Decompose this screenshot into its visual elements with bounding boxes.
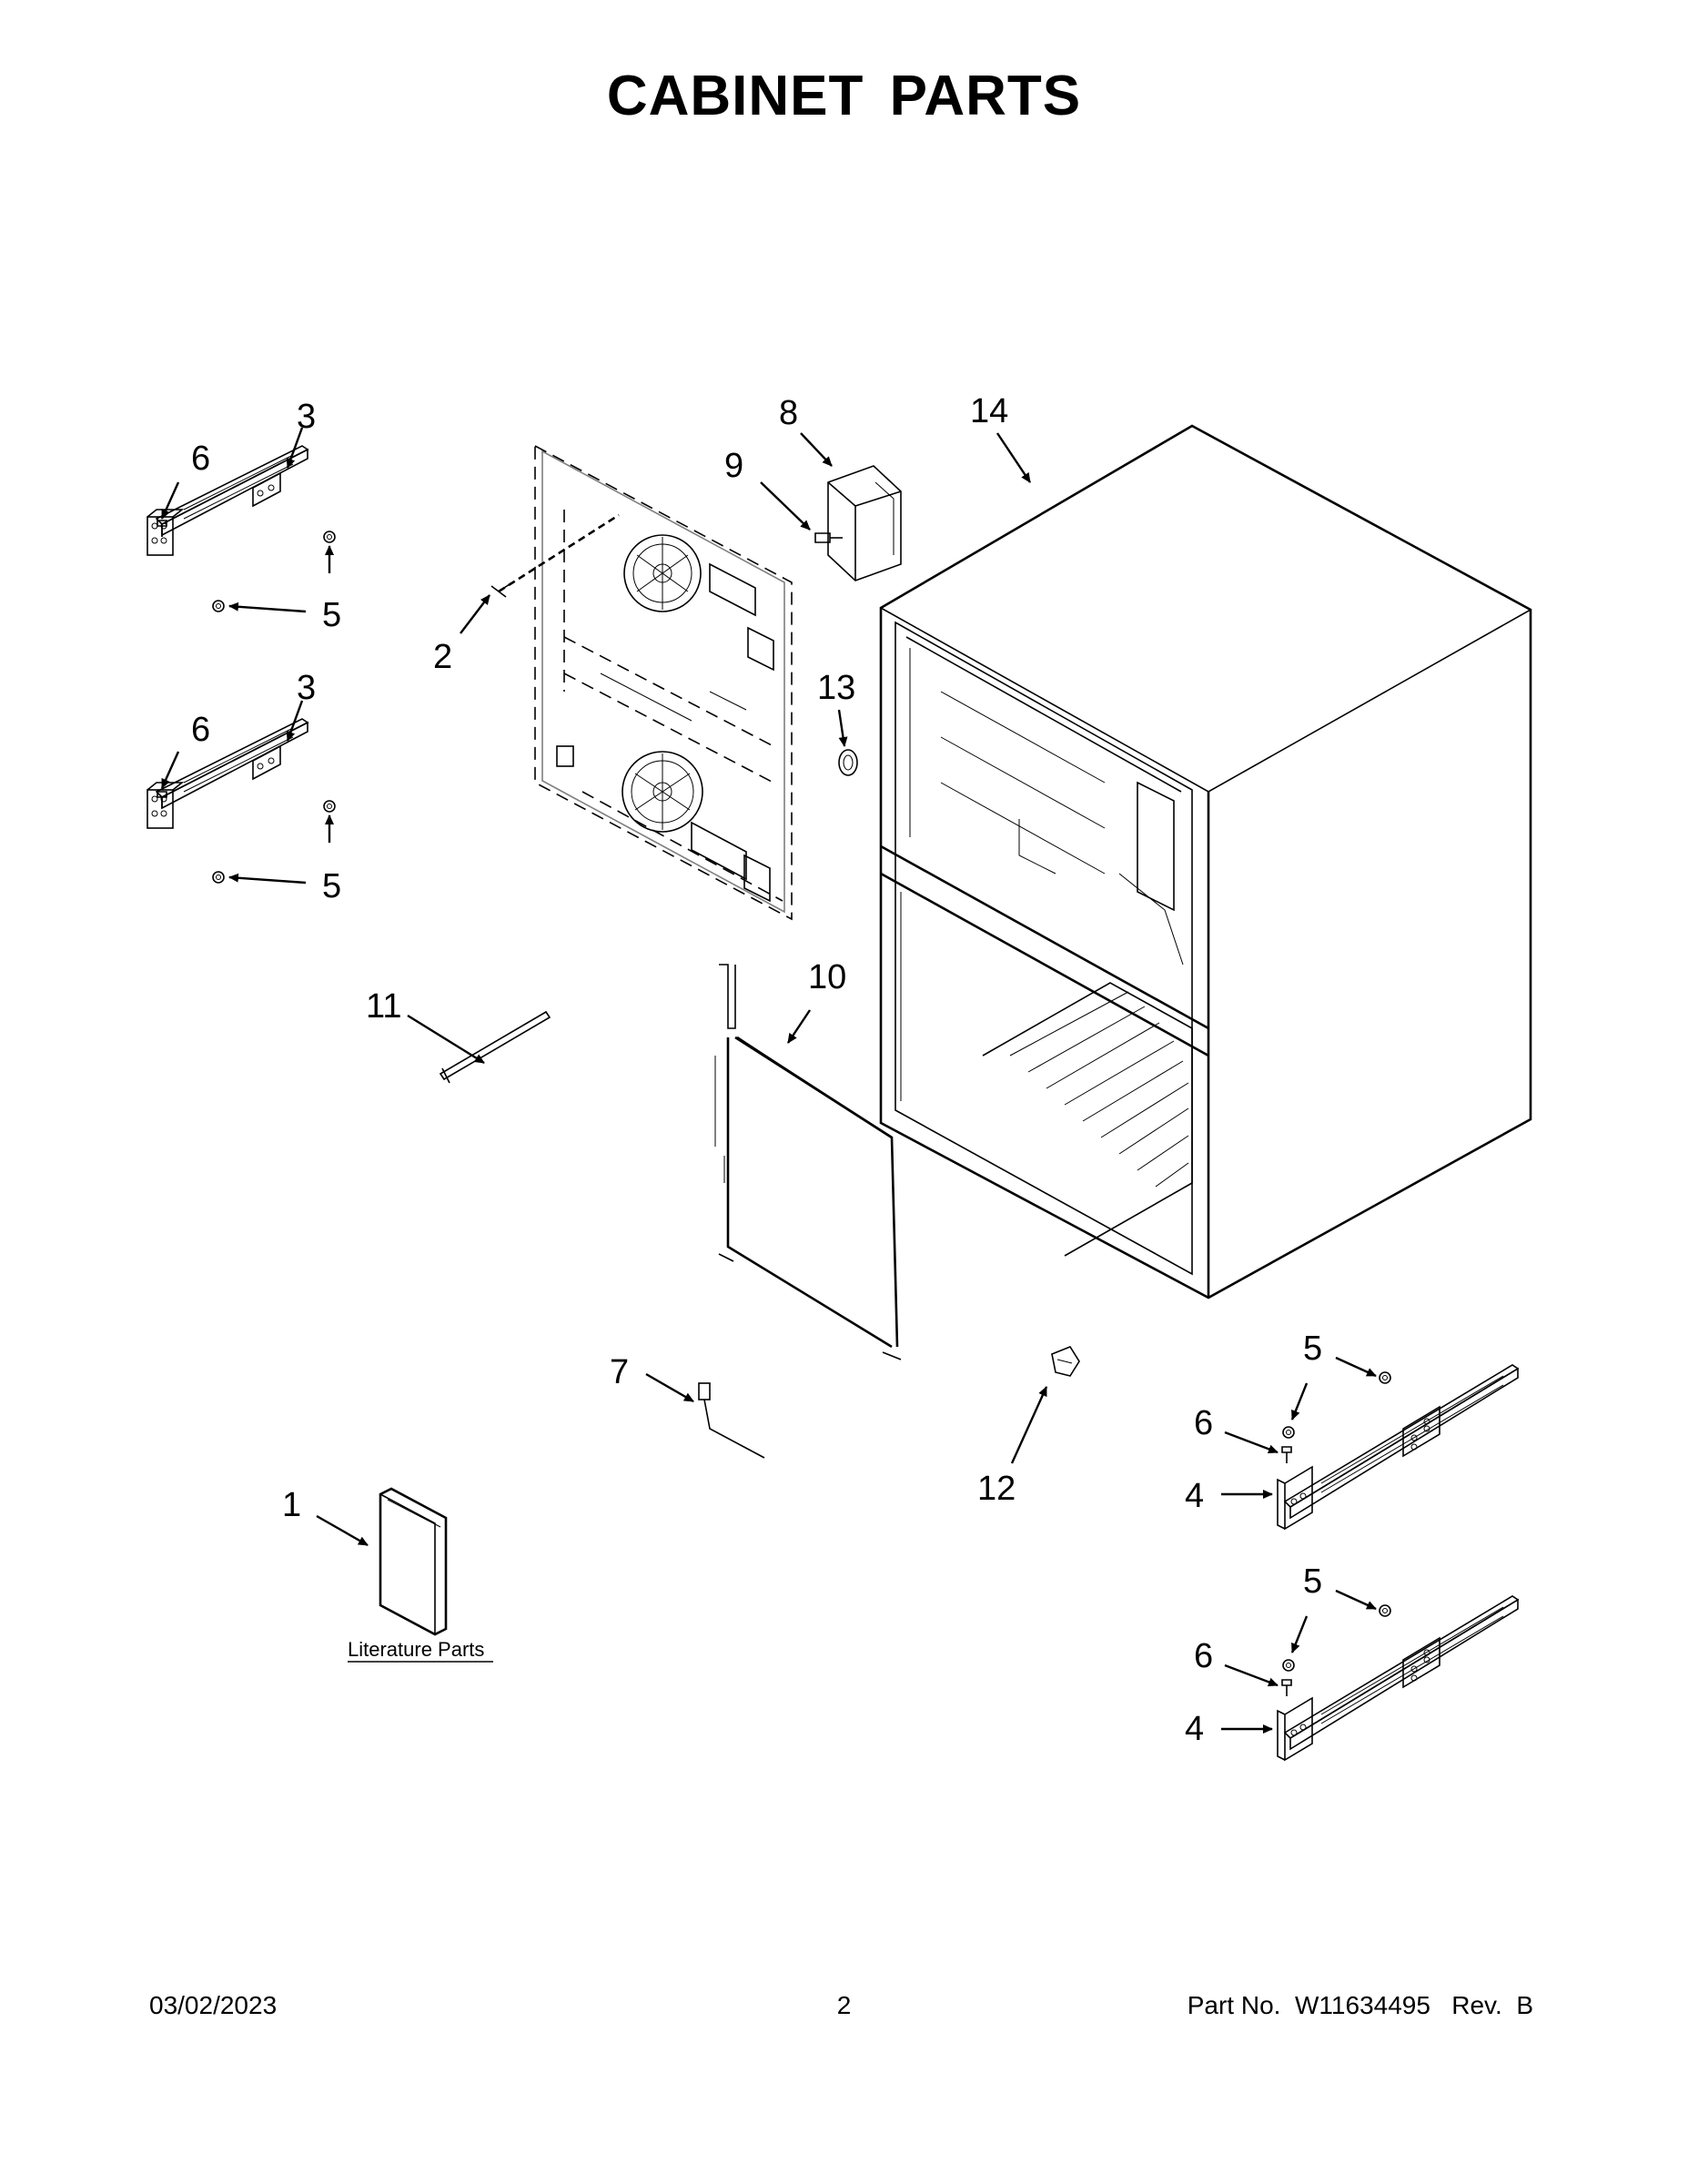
footer-part-number: Part No. W11634495 Rev. B xyxy=(1187,1991,1533,2019)
callout-6-upper-right: 6 xyxy=(1194,1404,1213,1442)
callout-6-lower-left: 6 xyxy=(191,711,210,749)
strip-part-11 xyxy=(439,1010,551,1084)
callout-6-lower-right: 6 xyxy=(1194,1637,1213,1675)
callout-14: 14 xyxy=(970,392,1008,430)
rear-panel-board xyxy=(534,444,793,921)
callout-13: 13 xyxy=(817,669,855,707)
literature-parts-label: Literature Parts xyxy=(348,1638,484,1661)
callout-10: 10 xyxy=(808,958,846,996)
rail-assembly-3-lower xyxy=(147,718,336,884)
callout-11: 11 xyxy=(366,987,401,1026)
literature-part-1 xyxy=(348,1487,493,1663)
callout-7: 7 xyxy=(610,1353,629,1391)
rail-assembly-4-upper xyxy=(1277,1364,1519,1530)
callout-8: 8 xyxy=(779,394,798,432)
callout-1: 1 xyxy=(282,1486,301,1524)
bracket-part-8 xyxy=(827,465,902,581)
grommet-part-13 xyxy=(838,749,858,776)
heater-loop-part-10 xyxy=(714,964,902,1360)
callout-arrows xyxy=(160,427,1377,1734)
screw-part-9 xyxy=(814,532,843,543)
callout-4-lower: 4 xyxy=(1185,1710,1204,1748)
rail-assembly-4-lower xyxy=(1277,1595,1519,1761)
callout-9: 9 xyxy=(724,447,743,485)
callout-2: 2 xyxy=(433,638,452,676)
footer-page-number: 2 xyxy=(836,1991,852,2019)
callout-5-lower-right: 5 xyxy=(1303,1562,1322,1601)
callout-5-upper-left: 5 xyxy=(322,596,341,634)
callout-3-lower: 3 xyxy=(297,669,316,707)
callout-12: 12 xyxy=(977,1470,1016,1508)
callout-5-lower-left: 5 xyxy=(322,867,341,905)
callout-4-upper: 4 xyxy=(1185,1477,1204,1515)
callout-6-upper-left: 6 xyxy=(191,440,210,478)
clip-part-12 xyxy=(1051,1346,1080,1377)
cabinet-part-14 xyxy=(879,424,1532,1299)
callout-3-upper: 3 xyxy=(297,398,316,436)
footer-date: 03/02/2023 xyxy=(149,1991,278,2019)
rail-assembly-3-upper xyxy=(147,445,336,612)
sensor-part-7 xyxy=(698,1382,765,1459)
page-title: CABINET PARTS xyxy=(606,65,1082,127)
screw-part-2 xyxy=(490,513,620,598)
callout-5-upper-right: 5 xyxy=(1303,1330,1322,1368)
